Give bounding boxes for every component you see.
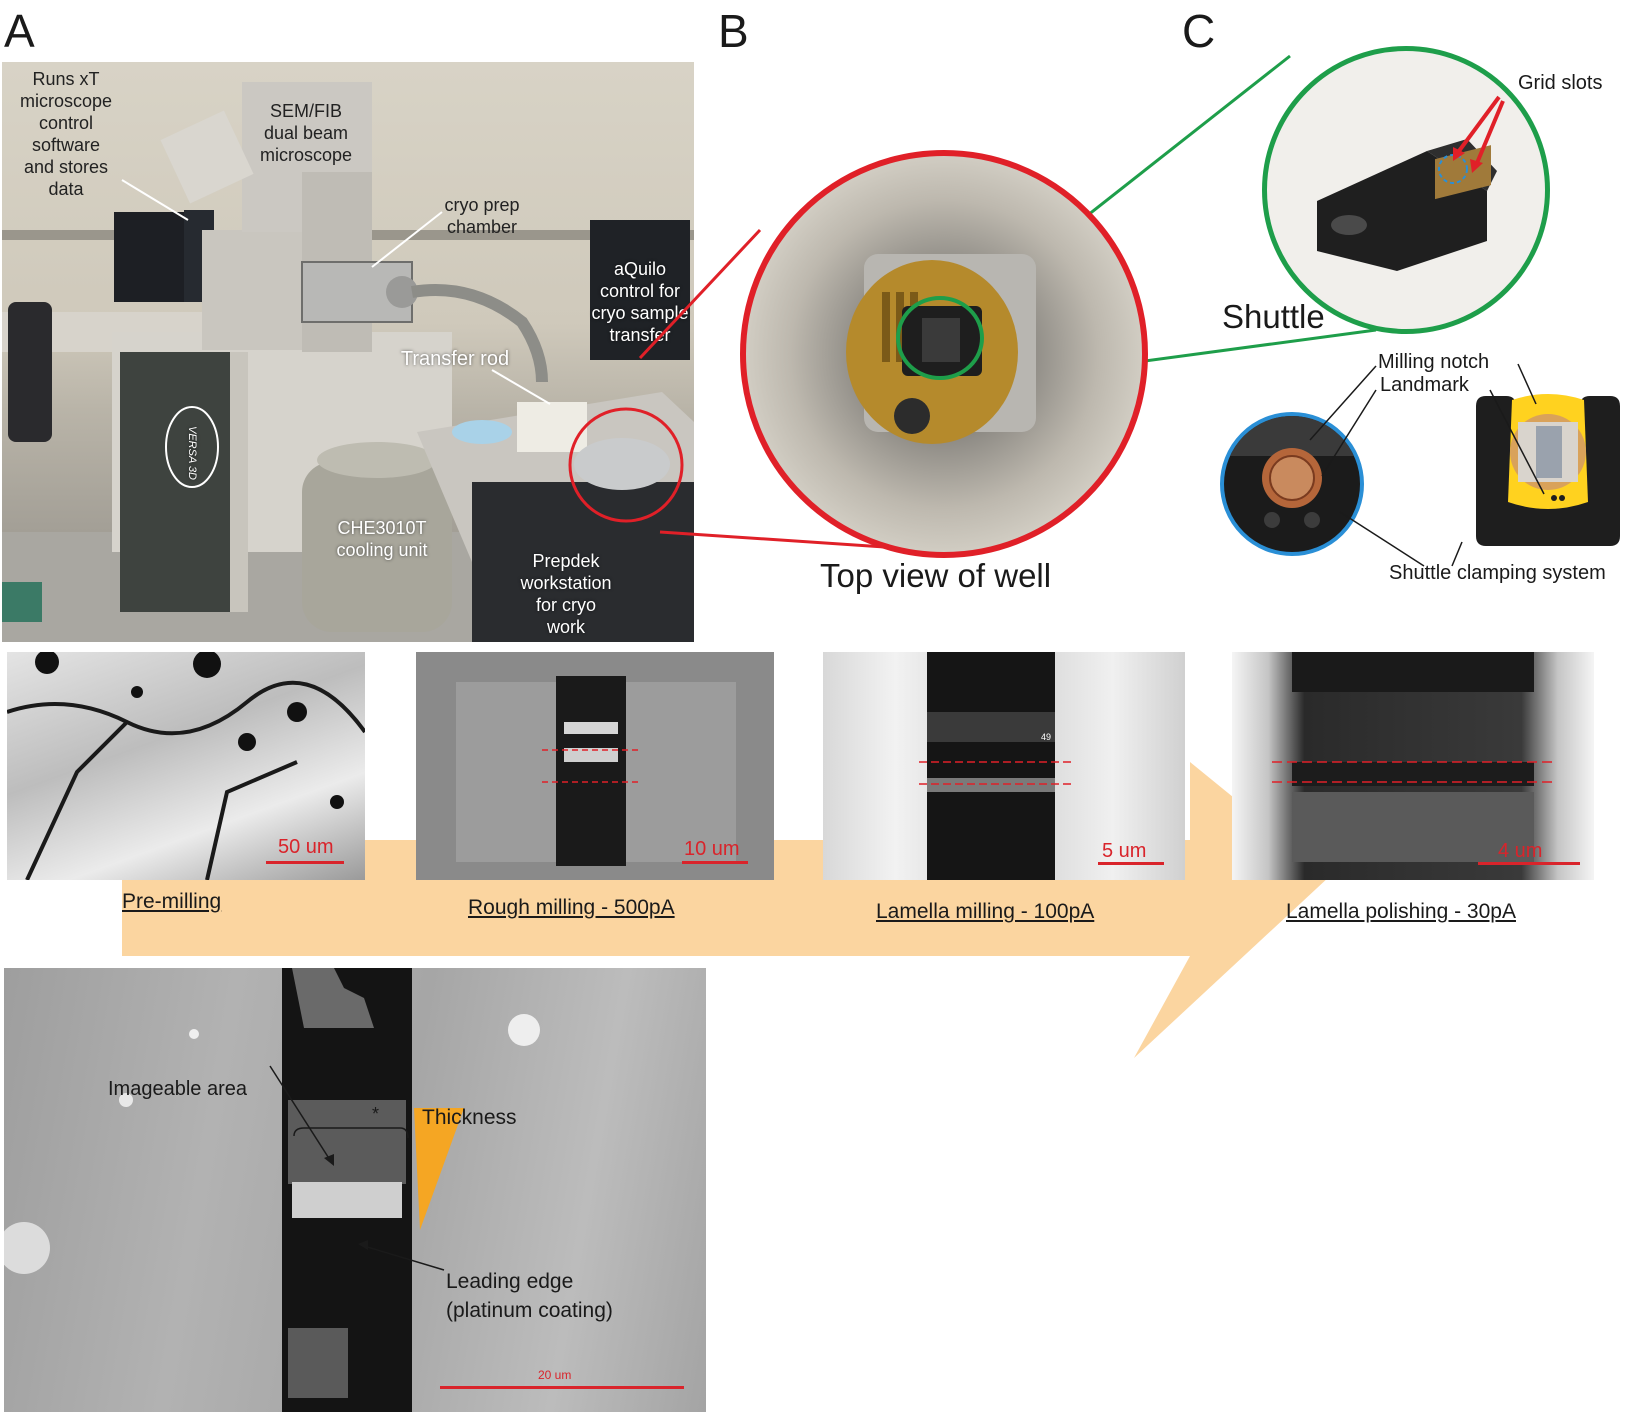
asterisk-marker: * bbox=[372, 1104, 380, 1124]
panel-letter-c: C bbox=[1182, 5, 1216, 57]
lamella-milling-drawing: 49 bbox=[919, 652, 1073, 880]
clamping-label: Shuttle clamping system bbox=[1389, 562, 1606, 584]
grid-slots-label: Grid slots bbox=[1518, 72, 1603, 94]
imageable-area-label: Imageable area bbox=[108, 1078, 247, 1100]
shuttle-label: Shuttle bbox=[1222, 298, 1325, 335]
lamella-drawing bbox=[4, 968, 540, 1412]
sem-image-lamella bbox=[4, 968, 706, 1412]
scale-text-lamella-polishing: 4 um bbox=[1498, 840, 1543, 862]
step-label-lamella-milling: Lamella milling - 100pA bbox=[876, 900, 1095, 923]
milling-notch-label: Milling notch bbox=[1378, 351, 1490, 373]
shuttle-drawing bbox=[1317, 95, 1505, 271]
panel-letter-b: B bbox=[718, 5, 749, 57]
grid-closeup-photo bbox=[1220, 412, 1364, 556]
thickness-label: Thickness bbox=[422, 1106, 517, 1129]
leading-edge-label: Leading edge (platinum coating) bbox=[446, 1270, 613, 1322]
scale-text-lamella: 20 um bbox=[538, 1368, 572, 1382]
overlay-49-text: 49 bbox=[1041, 732, 1051, 742]
sem-image-lamella-milling: 49 bbox=[823, 652, 1185, 880]
sem-image-lamella-polishing bbox=[1232, 652, 1594, 880]
sem-image-pre-milling bbox=[7, 652, 365, 880]
scale-bar-lamella-milling bbox=[1098, 862, 1164, 865]
step-label-rough-milling: Rough milling - 500pA bbox=[468, 896, 675, 919]
shuttle-photo bbox=[1262, 46, 1550, 334]
step-label-pre-milling: Pre-milling bbox=[122, 890, 222, 913]
step-label-lamella-polishing: Lamella polishing - 30pA bbox=[1286, 900, 1516, 923]
lamella-polishing-drawing bbox=[1272, 652, 1554, 862]
clamp-drawing bbox=[1476, 394, 1620, 546]
scale-bar-lamella-polishing bbox=[1478, 862, 1580, 865]
well-drawing bbox=[846, 254, 1036, 444]
scale-bar-pre-milling bbox=[266, 861, 344, 864]
well-caption: Top view of well bbox=[820, 557, 1052, 594]
scale-bar-rough-milling bbox=[682, 861, 748, 864]
rough-milling-drawing bbox=[456, 676, 736, 866]
landmark-label: Landmark bbox=[1380, 374, 1469, 396]
grid-closeup-drawing bbox=[1224, 416, 1360, 528]
clamp-diagram bbox=[1466, 392, 1630, 550]
pre-milling-drawing bbox=[7, 652, 365, 880]
sem-image-rough-milling bbox=[416, 652, 774, 880]
scale-bar-lamella bbox=[440, 1386, 684, 1389]
scale-text-lamella-milling: 5 um bbox=[1102, 840, 1147, 862]
label-transfer-rod: Transfer rod bbox=[400, 348, 510, 370]
well-photo bbox=[740, 150, 1148, 558]
scale-text-pre-milling: 50 um bbox=[278, 836, 334, 858]
scale-text-rough-milling: 10 um bbox=[684, 838, 740, 860]
label-versa: VERSA 3D bbox=[186, 426, 198, 481]
panel-letter-a: A bbox=[4, 5, 35, 57]
